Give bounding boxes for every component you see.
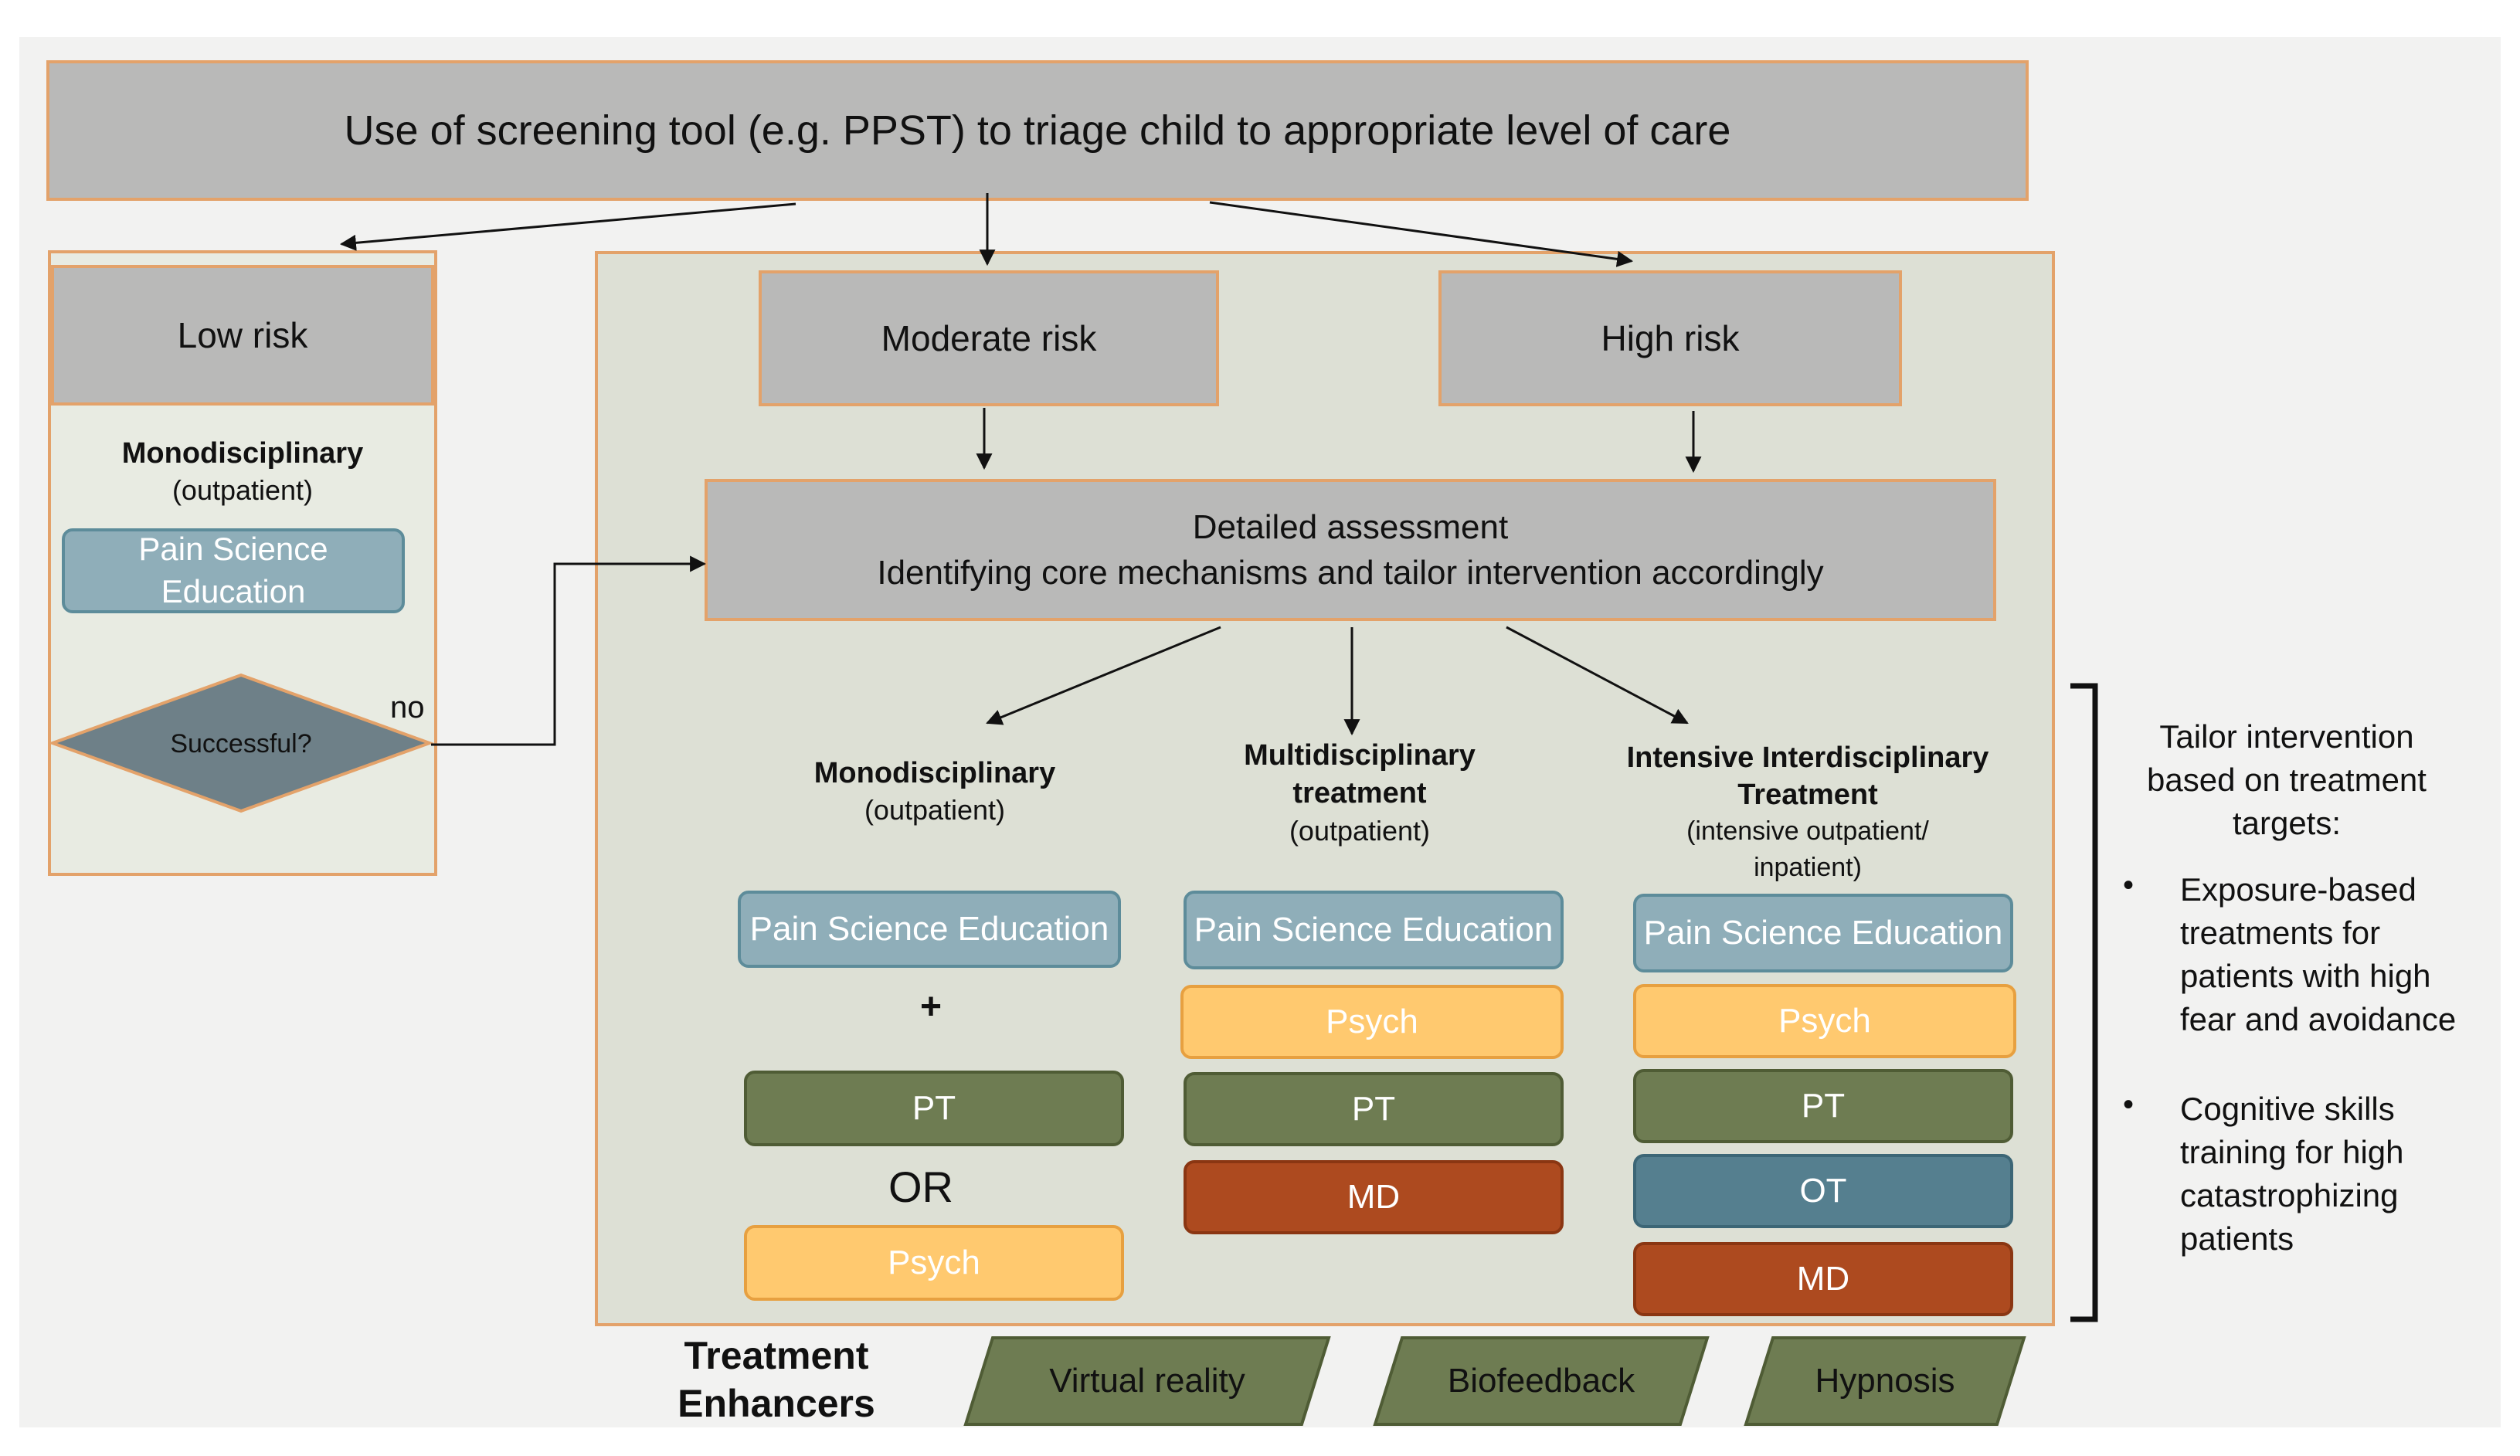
multi-pt-box: PT	[1184, 1072, 1564, 1146]
bullet-2-line4: patients	[2180, 1220, 2294, 1257]
assessment-title: Detailed assessment	[1192, 507, 1509, 546]
intensive-ot-label: OT	[1799, 1172, 1847, 1210]
intensive-psych-box: Psych	[1633, 984, 2016, 1058]
tailor-bracket	[2070, 683, 2098, 1322]
intensive-setting-line1: (intensive outpatient/	[1686, 816, 1929, 846]
intensive-psych-label: Psych	[1778, 1002, 1871, 1040]
multi-title-line1: Multidisciplinary	[1244, 739, 1476, 772]
enhancer-biofeedback: Biofeedback	[1447, 1362, 1635, 1400]
assessment-subtitle: Identifying core mechanisms and tailor i…	[877, 554, 1824, 592]
successful-decision-diamond	[48, 673, 434, 813]
intensive-pt-box: PT	[1633, 1069, 2013, 1143]
bullet-2-line3: catastrophizing	[2180, 1176, 2399, 1213]
intensive-ot-box: OT	[1633, 1154, 2013, 1228]
tailor-heading-line2: based on treatment	[2147, 762, 2427, 798]
enhancer-hypnosis: Hypnosis	[1815, 1362, 1955, 1400]
mono-psych-box: Psych	[744, 1225, 1124, 1301]
mono-pt-label: PT	[912, 1089, 956, 1128]
bullet-2: Cognitive skills training for high catas…	[2180, 1088, 2489, 1260]
arrow-to-mono	[986, 626, 1221, 725]
intensive-pt-label: PT	[1801, 1087, 1846, 1125]
bullet-1: Exposure-based treatments for patients w…	[2180, 868, 2489, 1040]
arrow-no-to-assessment	[431, 555, 707, 746]
bullet-marker-1: •	[2123, 868, 2135, 902]
multi-pt-label: PT	[1351, 1090, 1396, 1128]
intensive-title-line2: Treatment	[1737, 779, 1878, 811]
main-panel	[595, 251, 2055, 1326]
intensive-pse-label: Pain Science Education	[1643, 914, 2003, 952]
bullet-1-line4: fear and avoidance	[2180, 1000, 2457, 1037]
intensive-setting-line2: inpatient)	[1754, 853, 1862, 882]
high-risk-box: High risk	[1438, 270, 1902, 406]
mono-psych-label: Psych	[888, 1244, 980, 1282]
high-risk-label: High risk	[1601, 318, 1740, 358]
arrow-to-high-risk	[1209, 201, 1634, 267]
multi-pse-label: Pain Science Education	[1194, 911, 1554, 949]
successful-label: Successful?	[170, 729, 312, 759]
hypnosis-shape	[1744, 1336, 2026, 1426]
intensive-pse-box: Pain Science Education	[1633, 894, 2013, 972]
mono-pse-box: Pain Science Education	[738, 891, 1121, 968]
bullet-1-line3: patients with high	[2180, 957, 2431, 994]
intensive-md-box: MD	[1633, 1242, 2013, 1316]
low-risk-setting: (outpatient)	[172, 474, 314, 506]
moderate-risk-box: Moderate risk	[759, 270, 1219, 406]
multi-pse-box: Pain Science Education	[1184, 891, 1564, 969]
bullet-2-line1: Cognitive skills	[2180, 1091, 2395, 1127]
multi-md-box: MD	[1184, 1160, 1564, 1234]
mono-or: OR	[888, 1162, 953, 1211]
intensive-md-label: MD	[1796, 1260, 1850, 1298]
arrow-to-intensive	[1506, 626, 1689, 725]
bullet-1-line1: Exposure-based	[2180, 871, 2416, 908]
mono-pse-label: Pain Science Education	[749, 910, 1109, 949]
multi-title-line2: treatment	[1292, 777, 1427, 809]
bullet-2-line2: training for high	[2180, 1133, 2404, 1170]
enhancer-virtual-reality: Virtual reality	[1049, 1362, 1245, 1400]
multi-psych-box: Psych	[1180, 985, 1564, 1059]
mono-title: Monodisciplinary	[813, 757, 1056, 789]
mono-plus: +	[919, 986, 942, 1027]
detailed-assessment-box: Detailed assessment Identifying core mec…	[705, 479, 1996, 621]
screening-tool-text: Use of screening tool (e.g. PPST) to tri…	[344, 107, 1731, 154]
low-risk-box: Low risk	[51, 265, 434, 406]
bullet-marker-2: •	[2123, 1088, 2135, 1122]
multi-md-label: MD	[1347, 1178, 1401, 1217]
screening-tool-box: Use of screening tool (e.g. PPST) to tri…	[46, 60, 2029, 201]
low-risk-type: Monodisciplinary	[121, 437, 364, 470]
no-label: no	[390, 691, 425, 725]
low-risk-label: Low risk	[177, 315, 308, 355]
low-risk-pse-label: Pain Science Education	[138, 531, 328, 609]
mono-pt-box: PT	[744, 1071, 1124, 1146]
enhancers-label-line2: Enhancers	[678, 1382, 875, 1425]
tailor-heading-line3: targets:	[2232, 805, 2342, 841]
arrow-to-low-risk	[339, 202, 796, 251]
low-risk-pse-box: Pain Science Education	[62, 528, 405, 613]
virtual-reality-shape	[963, 1336, 1331, 1426]
mono-setting: (outpatient)	[864, 794, 1006, 826]
enhancers-label-line1: Treatment	[684, 1334, 869, 1377]
moderate-risk-label: Moderate risk	[881, 318, 1097, 358]
multi-psych-label: Psych	[1326, 1003, 1418, 1041]
bullet-1-line2: treatments for	[2180, 914, 2381, 951]
tailor-heading-line1: Tailor intervention	[2159, 718, 2414, 755]
multi-setting: (outpatient)	[1289, 815, 1431, 847]
intensive-title-line1: Intensive Interdisciplinary	[1626, 742, 1989, 774]
biofeedback-shape	[1373, 1336, 1710, 1426]
